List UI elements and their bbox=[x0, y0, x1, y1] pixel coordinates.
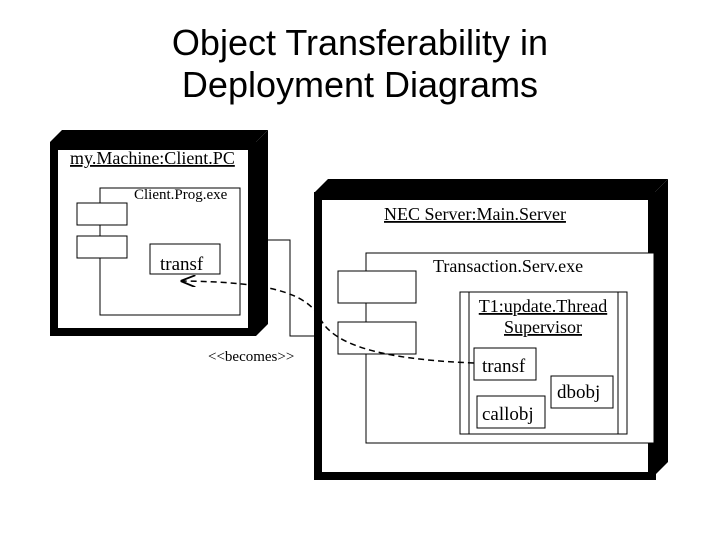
server-node-side-face bbox=[654, 179, 668, 476]
title-line-1: Object Transferability in bbox=[171, 22, 549, 63]
client-component: Client.Prog.exe transf bbox=[76, 187, 241, 316]
server-object-callobj bbox=[476, 395, 546, 429]
server-component-label: Transaction.Serv.exe bbox=[433, 256, 583, 276]
client-node-top-face bbox=[50, 130, 268, 142]
client-component-label: Client.Prog.exe bbox=[134, 187, 228, 203]
client-node: my.Machine:Client.PC bbox=[50, 130, 268, 336]
thread-object: T1:update.Thread Supervisor transf dbobj… bbox=[459, 291, 628, 435]
server-node-top-face bbox=[314, 179, 668, 193]
server-component-tab-bottom bbox=[337, 321, 417, 355]
server-object-transf-label: transf bbox=[482, 356, 526, 377]
becomes-arrow bbox=[182, 281, 475, 364]
title-line-2: Deployment Diagrams bbox=[181, 64, 539, 105]
server-object-dbobj-label: dbobj bbox=[557, 382, 600, 403]
server-object-dbobj bbox=[550, 375, 614, 409]
client-node-label: my.Machine:Client.PC bbox=[70, 148, 235, 168]
client-component-tab-top bbox=[76, 202, 128, 226]
client-component-tab-bottom bbox=[76, 235, 128, 259]
node-connection-line bbox=[268, 239, 318, 337]
server-node-label: NEC Server:Main.Server bbox=[384, 204, 566, 224]
thread-object-label-line2: Supervisor bbox=[504, 317, 582, 337]
client-object-transf bbox=[149, 243, 221, 275]
client-object-transf-label: transf bbox=[160, 254, 204, 275]
client-node-frame bbox=[50, 142, 256, 336]
becomes-stereotype-label: <<becomes>> bbox=[208, 349, 294, 365]
server-object-callobj-label: callobj bbox=[482, 404, 534, 425]
slide-title: Object Transferability in Deployment Dia… bbox=[0, 22, 720, 106]
server-component-tab-top bbox=[337, 270, 417, 304]
thread-object-label-line1: T1:update.Thread bbox=[479, 296, 607, 316]
client-node-side-face bbox=[256, 130, 268, 336]
server-object-transf bbox=[473, 347, 537, 381]
